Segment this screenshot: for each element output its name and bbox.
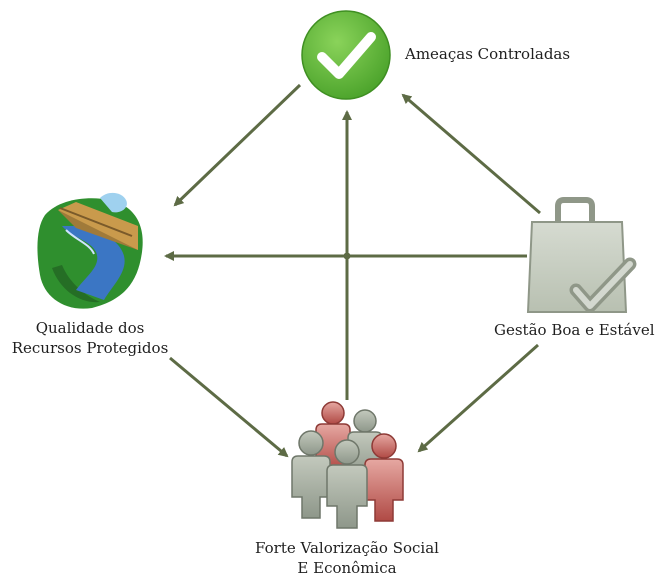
person-icon [326,439,368,529]
checked-bag-icon [526,197,637,313]
quality-label-line2: Recursos Protegidos [11,339,169,357]
arrows [164,83,541,458]
threats-label: Ameaças Controladas [405,45,571,63]
arrow-management-to-social [417,343,539,453]
management-label: Gestão Boa e Estável [494,321,655,339]
arrow-junction [343,252,351,260]
checkmark-circle-icon [301,10,391,100]
person-icon [364,433,404,522]
arrow-threats-to-quality [173,83,302,207]
person-icon [291,430,331,519]
arrow-management-to-threats [401,93,541,215]
quality-label-line1: Qualidade dos [35,319,145,337]
people-group-icon [291,401,404,529]
arrow-quality-to-social [169,356,289,458]
quality-label: Qualidade dos Recursos Protegidos [4,318,176,358]
river-landscape-icon [37,192,143,309]
social-label-line1: Forte Valorização Social [255,539,439,557]
social-label: Forte Valorização Social E Econômica [244,538,450,578]
social-label-line2: E Econômica [297,559,397,577]
